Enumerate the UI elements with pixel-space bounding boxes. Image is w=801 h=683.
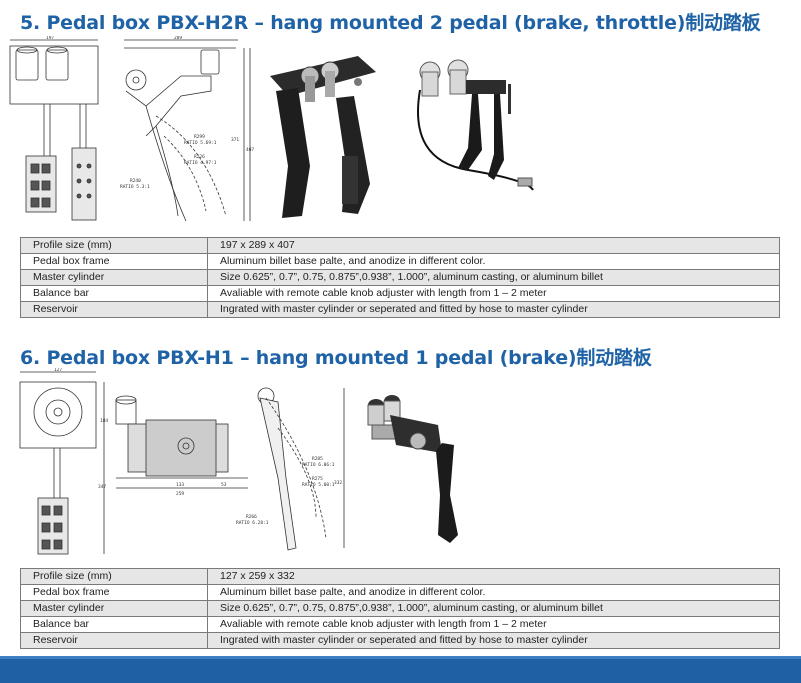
pbx-h1-photo — [367, 395, 458, 543]
table-row: Profile size (mm) 197 x 289 x 407 — [20, 237, 780, 254]
ratio-2-r: R275 — [312, 476, 323, 482]
ratio-2: RATIO 4.97:1 — [184, 160, 217, 166]
table-row: Balance bar Avaliable with remote cable … — [20, 616, 780, 633]
table-row: Master cylinder Size 0.625”, 0.7”, 0.75,… — [20, 269, 780, 286]
pbx-h2r-spec-table: Profile size (mm) 197 x 289 x 407 Pedal … — [20, 237, 780, 318]
row-value: 127 x 259 x 332 — [207, 568, 780, 585]
row-label: Balance bar — [20, 285, 208, 302]
ratio-2: RATIO 5.00:1 — [302, 482, 335, 488]
row-value: Size 0.625”, 0.7”, 0.75, 0.875”,0.938”, … — [207, 269, 780, 286]
ratio-1: RATIO 5.69:1 — [184, 140, 217, 146]
row-label: Balance bar — [20, 616, 208, 633]
table-row: Pedal box frame Aluminum billet base pal… — [20, 584, 780, 601]
row-label: Master cylinder — [20, 600, 208, 617]
row-label: Profile size (mm) — [20, 237, 208, 254]
dim-184: 184 — [100, 418, 108, 424]
row-value: Avaliable with remote cable knob adjuste… — [207, 616, 780, 633]
pbx-h2r-photo-angled — [270, 56, 376, 218]
ratio-3: RATIO 5.3:1 — [120, 184, 150, 190]
row-label: Reservoir — [20, 301, 208, 318]
dim-259: 259 — [176, 491, 184, 497]
pbx-h2r-technical-drawing: 197 289 371 407 R299 RATIO 5.69:1 R226 R… — [9, 36, 254, 222]
row-value: Aluminum billet base palte, and anodize … — [207, 253, 780, 270]
row-label: Profile size (mm) — [20, 568, 208, 585]
table-row: Pedal box frame Aluminum billet base pal… — [20, 253, 780, 270]
dim-371: 371 — [231, 137, 239, 143]
dim-347: 347 — [98, 484, 106, 490]
table-row: Reservoir Ingrated with master cylinder … — [20, 301, 780, 318]
footer-bar — [0, 656, 801, 683]
dim-407: 407 — [246, 147, 254, 153]
dim-53: 53 — [221, 482, 227, 488]
table-row: Master cylinder Size 0.625”, 0.7”, 0.75,… — [20, 600, 780, 617]
section-5-title: 5. Pedal box PBX-H2R – hang mounted 2 pe… — [20, 12, 761, 34]
pbx-h2r-photo-with-cable — [417, 59, 534, 191]
row-label: Master cylinder — [20, 269, 208, 286]
row-value: Ingrated with master cylinder or seperat… — [207, 301, 780, 318]
dim-127: 127 — [54, 368, 62, 373]
pbx-h1-technical-drawing: 127 184 347 133 53 259 332 R285 RATIO 6.… — [19, 368, 345, 555]
section-6-title: 6. Pedal box PBX-H1 – hang mounted 1 ped… — [20, 347, 652, 369]
table-row: Balance bar Avaliable with remote cable … — [20, 285, 780, 302]
row-value: Aluminum billet base palte, and anodize … — [207, 584, 780, 601]
row-value: Size 0.625”, 0.7”, 0.75, 0.875”,0.938”, … — [207, 600, 780, 617]
ratio-3-r: R266 — [246, 514, 257, 520]
row-value: 197 x 289 x 407 — [207, 237, 780, 254]
row-label: Reservoir — [20, 632, 208, 649]
ratio-3-r: R240 — [130, 178, 141, 184]
row-label: Pedal box frame — [20, 253, 208, 270]
table-row: Reservoir Ingrated with master cylinder … — [20, 632, 780, 649]
row-label: Pedal box frame — [20, 584, 208, 601]
ratio-1-r: R299 — [194, 134, 205, 140]
ratio-1-r: R285 — [312, 456, 323, 462]
dim-133: 133 — [176, 482, 184, 488]
dim-289: 289 — [174, 36, 182, 41]
row-value: Avaliable with remote cable knob adjuste… — [207, 285, 780, 302]
dim-197: 197 — [46, 36, 54, 41]
table-row: Profile size (mm) 127 x 259 x 332 — [20, 568, 780, 585]
ratio-3: RATIO 6.28:1 — [236, 520, 269, 526]
ratio-1: RATIO 6.06:1 — [302, 462, 335, 468]
row-value: Ingrated with master cylinder or seperat… — [207, 632, 780, 649]
ratio-2-r: R226 — [194, 154, 205, 160]
pbx-h1-spec-table: Profile size (mm) 127 x 259 x 332 Pedal … — [20, 568, 780, 649]
dim-332: 332 — [334, 480, 342, 486]
